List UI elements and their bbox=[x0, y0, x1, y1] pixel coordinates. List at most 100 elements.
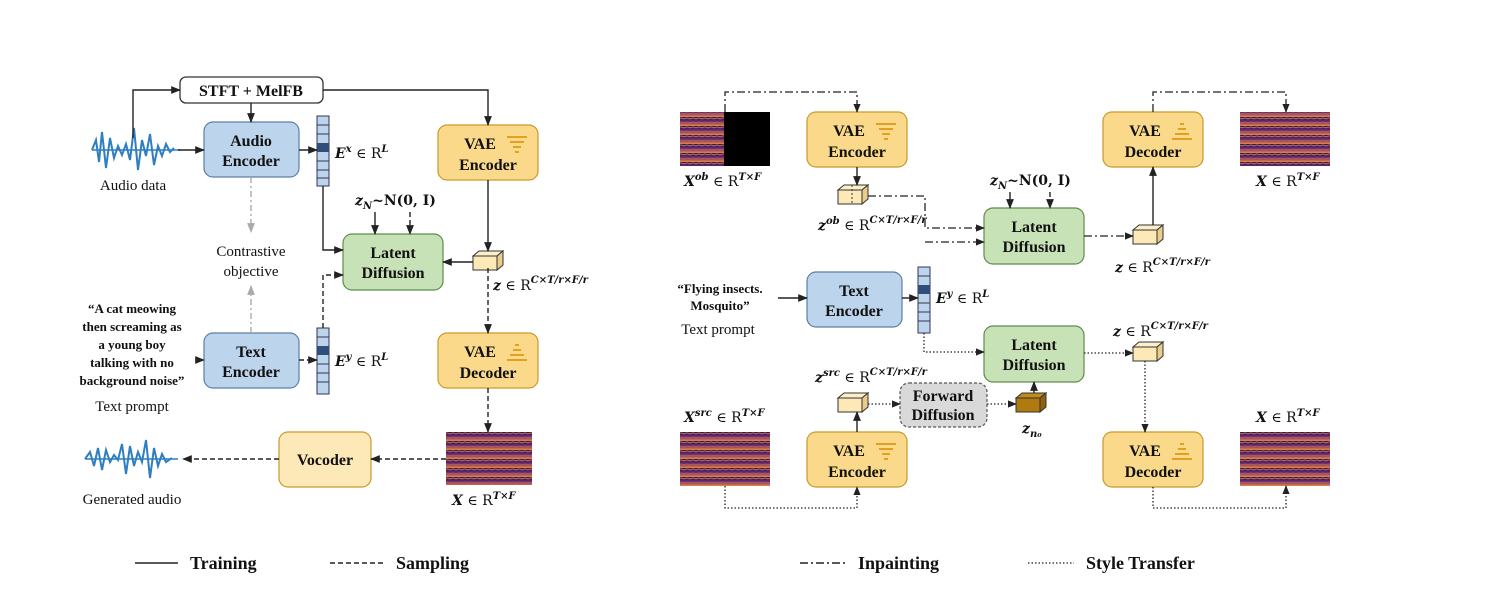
latent-diffusion-box-bottom-right: Latent Diffusion bbox=[983, 325, 1085, 383]
audio-encoder-box: Audio Encoder bbox=[203, 121, 300, 178]
stft-melfb-box: STFT + MelFB bbox=[179, 76, 324, 104]
svg-text:Latent: Latent bbox=[370, 245, 416, 262]
svg-text:“Flying insects.: “Flying insects. bbox=[677, 281, 762, 296]
left-panel: STFT + MelFB Audio data Audio Encoder Ex… bbox=[80, 76, 589, 509]
svg-text:Diffusion: Diffusion bbox=[911, 407, 974, 424]
latent-cube-zob bbox=[836, 183, 870, 206]
svg-text:“A cat meowing: “A cat meowing bbox=[88, 301, 177, 316]
generated-audio-label: Generated audio bbox=[83, 492, 182, 508]
vae-encoder-box-bottom-right: VAE Encoder bbox=[806, 431, 908, 488]
z-label-top-right: z ∈ RC×T/r×F/r bbox=[1114, 257, 1211, 276]
ey-label-right: Ey ∈ RL bbox=[935, 289, 989, 307]
text-prompt-label-right: Text prompt bbox=[681, 322, 755, 338]
svg-text:Latent: Latent bbox=[1011, 337, 1057, 354]
svg-text:VAE: VAE bbox=[833, 443, 865, 460]
x-label-bottom-right: X ∈ RT×F bbox=[1255, 408, 1321, 426]
svg-text:then screaming as: then screaming as bbox=[82, 319, 181, 334]
zn0-label: zn₀ bbox=[1021, 421, 1042, 440]
forward-diffusion-box: Forward Diffusion bbox=[899, 382, 988, 428]
text-embedding-bar-left bbox=[316, 327, 330, 395]
z-label-left: z ∈ RC×T/r×F/r bbox=[492, 275, 589, 294]
audio-waveform-icon bbox=[91, 127, 180, 171]
text-encoder-box-left: Text Encoder bbox=[203, 332, 300, 389]
latent-cube-mid-right bbox=[1131, 340, 1165, 363]
z-label-mid-right: z ∈ RC×T/r×F/r bbox=[1112, 321, 1209, 340]
legend: Training Sampling Inpainting Style Trans… bbox=[135, 553, 1195, 573]
text-prompt-left: “A cat meowing then screaming as a young… bbox=[80, 301, 185, 388]
ey-label-left: Ey ∈ RL bbox=[334, 352, 388, 370]
latent-diffusion-box-left: Latent Diffusion bbox=[342, 233, 444, 291]
contrastive-label-1: Contrastive bbox=[216, 244, 285, 260]
svg-text:VAE: VAE bbox=[464, 344, 496, 361]
svg-text:Forward: Forward bbox=[913, 388, 974, 405]
x-label-top-right: X ∈ RT×F bbox=[1255, 172, 1321, 190]
svg-text:a young boy: a young boy bbox=[98, 337, 166, 352]
ex-label: Ex ∈ RL bbox=[334, 144, 388, 162]
svg-text:Diffusion: Diffusion bbox=[1002, 239, 1065, 256]
spectrogram-image-xob bbox=[680, 112, 770, 166]
latent-cube-left bbox=[471, 249, 505, 272]
audio-embedding-bar bbox=[316, 115, 330, 187]
svg-text:Text: Text bbox=[839, 283, 869, 300]
funnel-icon bbox=[876, 443, 896, 460]
svg-text:Vocoder: Vocoder bbox=[297, 452, 353, 469]
audio-data-label: Audio data bbox=[100, 178, 167, 194]
vae-decoder-box-bottom-right: VAE Decoder bbox=[1102, 431, 1204, 488]
text-prompt-right: “Flying insects. Mosquito” bbox=[677, 281, 762, 313]
zsrc-label: zsrc ∈ RC×T/r×F/r bbox=[814, 367, 928, 386]
svg-text:Diffusion: Diffusion bbox=[1002, 357, 1065, 374]
funnel-icon bbox=[507, 136, 527, 153]
svg-text:background noise”: background noise” bbox=[80, 373, 185, 388]
svg-text:Encoder: Encoder bbox=[459, 157, 517, 174]
svg-text:Encoder: Encoder bbox=[222, 364, 280, 381]
legend-style-transfer: Style Transfer bbox=[1086, 553, 1195, 573]
legend-training: Training bbox=[190, 553, 257, 573]
svg-text:Diffusion: Diffusion bbox=[361, 265, 424, 282]
svg-text:Text: Text bbox=[236, 344, 266, 361]
svg-text:Encoder: Encoder bbox=[825, 303, 883, 320]
spectrogram-image-top-right bbox=[1240, 112, 1330, 166]
vae-encoder-box-left: VAE Encoder bbox=[437, 124, 539, 181]
reverse-funnel-icon bbox=[1172, 123, 1192, 140]
svg-text:Decoder: Decoder bbox=[1125, 464, 1182, 481]
latent-cube-top-right bbox=[1131, 223, 1165, 246]
xsrc-label: Xsrc ∈ RT×F bbox=[683, 408, 766, 426]
reverse-funnel-icon bbox=[1172, 443, 1192, 460]
reverse-funnel-icon bbox=[507, 344, 527, 361]
vae-encoder-box-top-right: VAE Encoder bbox=[806, 111, 908, 168]
svg-text:Encoder: Encoder bbox=[222, 153, 280, 170]
funnel-icon bbox=[876, 123, 896, 140]
generated-waveform-icon bbox=[84, 439, 178, 479]
svg-text:Encoder: Encoder bbox=[828, 464, 886, 481]
svg-text:Decoder: Decoder bbox=[460, 365, 517, 382]
legend-sampling: Sampling bbox=[396, 553, 469, 573]
spectrogram-image-xsrc bbox=[680, 432, 770, 486]
x-label-left: X ∈ RT×F bbox=[451, 491, 517, 509]
stft-label: STFT + MelFB bbox=[199, 83, 303, 100]
svg-text:Encoder: Encoder bbox=[828, 144, 886, 161]
svg-text:VAE: VAE bbox=[1129, 443, 1161, 460]
svg-text:talking with no: talking with no bbox=[90, 355, 174, 370]
svg-text:Mosquito”: Mosquito” bbox=[690, 298, 749, 313]
spectrogram-image-left bbox=[446, 432, 532, 485]
vae-decoder-box-left: VAE Decoder bbox=[437, 332, 539, 389]
zob-label: zob ∈ RC×T/r×F/r bbox=[817, 215, 927, 234]
text-prompt-label-left: Text prompt bbox=[95, 399, 169, 415]
latent-cube-zsrc bbox=[836, 391, 870, 414]
contrastive-label-2: objective bbox=[224, 264, 279, 280]
xob-label: Xob ∈ RT×F bbox=[683, 172, 762, 190]
svg-text:VAE: VAE bbox=[464, 136, 496, 153]
svg-text:Audio: Audio bbox=[230, 133, 272, 150]
spectrogram-image-bottom-right bbox=[1240, 432, 1330, 486]
text-encoder-box-right: Text Encoder bbox=[806, 271, 903, 328]
vae-decoder-box-top-right: VAE Decoder bbox=[1102, 111, 1204, 168]
legend-inpainting: Inpainting bbox=[858, 553, 939, 573]
right-panel: Xob ∈ RT×F VAE Encoder zob ∈ RC×T/r×F/r … bbox=[677, 91, 1330, 509]
latent-cube-zn0 bbox=[1014, 391, 1048, 414]
text-embedding-bar-right bbox=[917, 266, 931, 334]
latent-diffusion-box-top-right: Latent Diffusion bbox=[983, 207, 1085, 265]
zn-label-right: zN~N(0, I) bbox=[989, 173, 1071, 192]
svg-text:Decoder: Decoder bbox=[1125, 144, 1182, 161]
svg-text:VAE: VAE bbox=[833, 123, 865, 140]
